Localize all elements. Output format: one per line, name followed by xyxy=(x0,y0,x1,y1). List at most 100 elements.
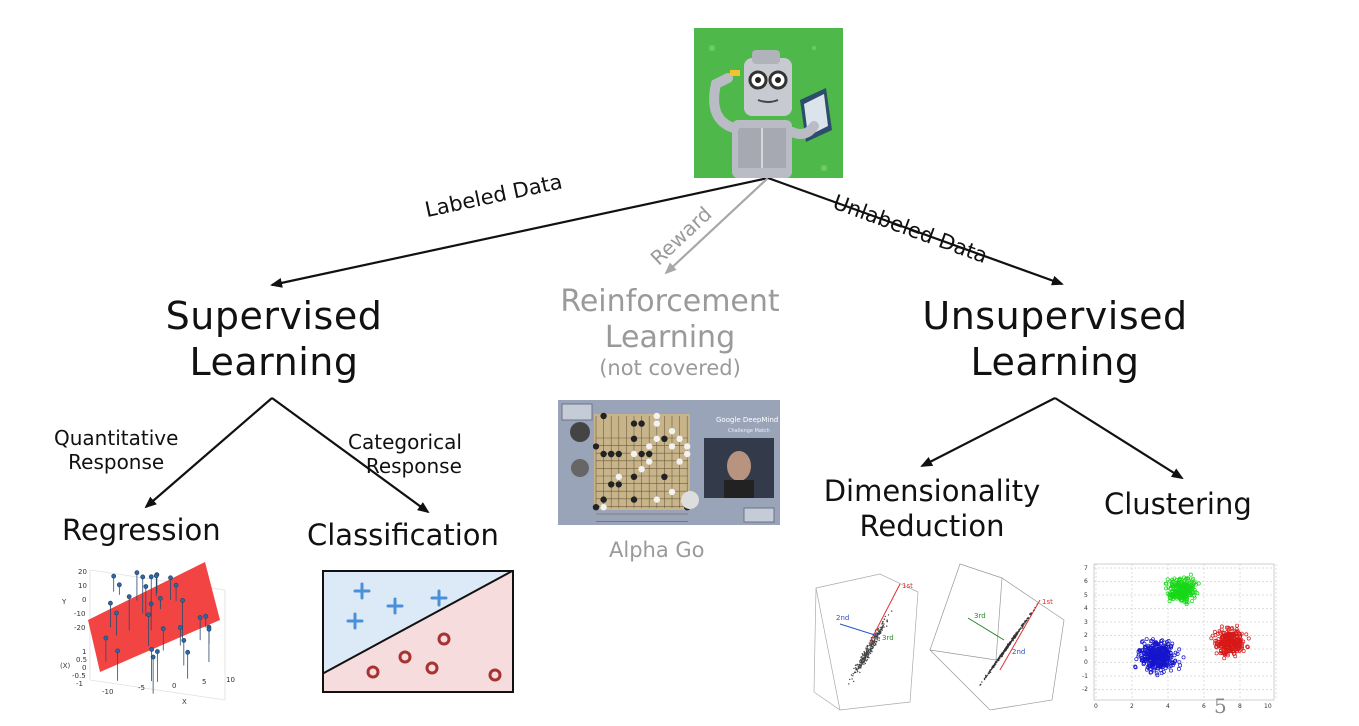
go-stone xyxy=(646,458,653,465)
reg-ytick-1: 10 xyxy=(78,582,87,590)
pca-point xyxy=(1007,645,1010,647)
arrow-classification xyxy=(271,397,430,514)
pca-point xyxy=(1030,612,1032,614)
go-stone xyxy=(638,466,645,473)
pca-point xyxy=(867,652,870,655)
cluster-point-blue xyxy=(1152,668,1157,673)
pca-point xyxy=(870,644,873,646)
cluster-point-red xyxy=(1246,636,1251,641)
cluster-point-blue xyxy=(1148,666,1153,671)
reg-ztick-2: 0 xyxy=(82,664,86,672)
cluster-point-green xyxy=(1183,585,1188,590)
pca-point xyxy=(868,656,870,659)
reg-ztick-0: 1 xyxy=(82,648,86,656)
pca-point xyxy=(1011,637,1013,640)
cl-ytick-7: 0 xyxy=(1084,659,1088,666)
pca-plot-left: 1st 2nd 3rd xyxy=(800,572,920,712)
cluster-point-red xyxy=(1214,644,1218,649)
cluster-point-green xyxy=(1184,591,1189,595)
go-stone xyxy=(630,473,638,480)
pca-point xyxy=(986,674,989,676)
pca-left-2nd: 2nd xyxy=(836,614,849,622)
regression-point xyxy=(126,594,132,600)
cluster-point-red xyxy=(1225,630,1229,635)
pca-point xyxy=(875,642,877,645)
cl-ytick-2: 5 xyxy=(1084,592,1088,599)
pca-point xyxy=(874,638,876,641)
pca-point xyxy=(871,642,874,644)
reg-ytick-4: -20 xyxy=(74,624,85,632)
pca-point xyxy=(867,644,869,647)
cluster-point-red xyxy=(1240,644,1245,649)
cluster-point-red xyxy=(1235,646,1240,651)
cluster-point-red xyxy=(1219,624,1224,629)
unsupervised-line-2: Learning xyxy=(970,339,1140,384)
arrow-unlabeled-data xyxy=(767,176,1064,286)
cluster-point-red xyxy=(1234,641,1238,646)
cluster-point-blue xyxy=(1163,654,1168,659)
pca-point xyxy=(1003,650,1005,653)
cluster-point-blue xyxy=(1177,666,1181,671)
cluster-point-blue xyxy=(1160,665,1165,670)
reg-xtick-1: -5 xyxy=(138,684,145,692)
cluster-point-red xyxy=(1233,646,1238,651)
cluster-point-blue xyxy=(1169,655,1174,660)
cluster-point-blue xyxy=(1166,650,1170,655)
pca-point xyxy=(882,620,884,623)
quantitative-line-1: Quantitative xyxy=(54,426,179,450)
regression-point xyxy=(134,570,140,576)
cluster-point-red xyxy=(1221,632,1226,637)
cluster-point-green xyxy=(1170,577,1175,582)
cluster-point-blue xyxy=(1140,647,1145,652)
regression-point xyxy=(108,600,113,606)
regression-point xyxy=(173,582,179,588)
cluster-point-green xyxy=(1166,585,1171,590)
go-stone xyxy=(653,412,660,420)
cluster-point-blue xyxy=(1155,673,1160,678)
categorical-line-1: Categorical xyxy=(348,430,462,454)
cluster-point-green xyxy=(1190,599,1194,603)
cluster-point-blue xyxy=(1139,640,1144,644)
cluster-point-green xyxy=(1186,590,1191,595)
pca-left-1st: 1st xyxy=(902,582,913,590)
pca-point xyxy=(1009,643,1012,645)
pca-point xyxy=(856,668,858,670)
pca-point xyxy=(998,656,1001,658)
pca-point xyxy=(869,643,871,646)
pca-point xyxy=(996,661,998,663)
pca-point xyxy=(868,642,871,644)
circle-marker xyxy=(488,668,502,682)
pca-point xyxy=(865,649,868,652)
reg-xtick-2: 0 xyxy=(172,682,176,690)
cluster-point-green xyxy=(1192,593,1197,598)
regression-point xyxy=(140,574,146,580)
pca-point xyxy=(859,667,861,669)
pca-point xyxy=(868,648,870,651)
cluster-point-red xyxy=(1245,644,1250,649)
pca-point xyxy=(1020,627,1022,629)
pca-point xyxy=(1015,632,1018,635)
cl-ytick-9: -2 xyxy=(1082,686,1088,693)
pca-point xyxy=(1027,616,1029,619)
cluster-point-blue xyxy=(1147,661,1152,666)
cluster-point-red xyxy=(1235,649,1240,653)
pca-point xyxy=(993,664,996,667)
cluster-point-blue xyxy=(1156,658,1161,663)
cluster-point-green xyxy=(1164,581,1169,586)
go-stone xyxy=(646,450,653,458)
reg-ylabel: Y xyxy=(61,598,67,606)
cluster-point-green xyxy=(1195,591,1200,596)
classification-plot xyxy=(321,569,515,693)
cluster-point-blue xyxy=(1141,651,1146,656)
cl-ytick-8: -1 xyxy=(1082,673,1088,680)
arrow-reward xyxy=(664,177,769,275)
cluster-point-green xyxy=(1194,582,1198,587)
cluster-point-green xyxy=(1188,572,1193,577)
cluster-point-red xyxy=(1210,633,1215,638)
cluster-point-green xyxy=(1165,577,1170,582)
cluster-point-red xyxy=(1245,645,1250,650)
regression-point xyxy=(116,582,122,588)
pca-point xyxy=(863,663,865,665)
pca-point xyxy=(1012,636,1014,639)
pca-point xyxy=(878,629,880,632)
